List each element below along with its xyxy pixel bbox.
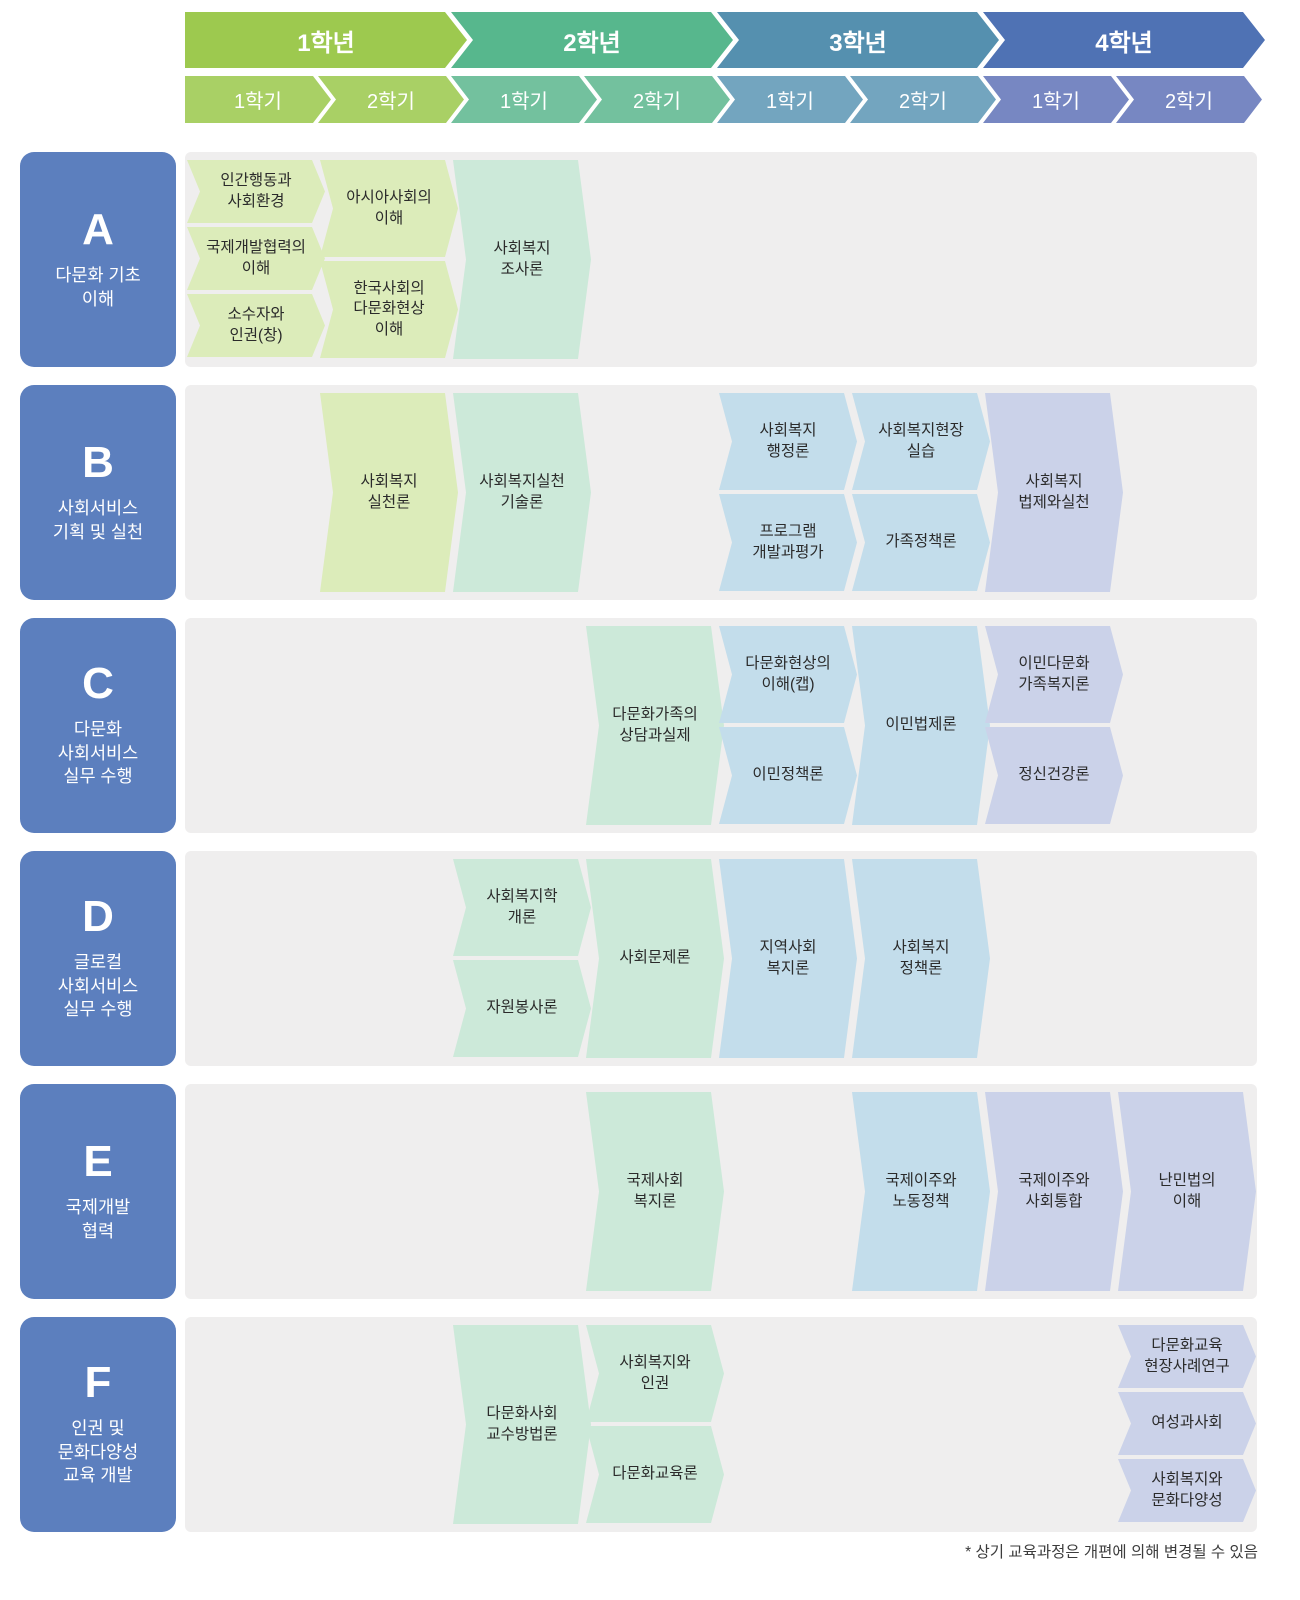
row-letter: D	[82, 892, 114, 942]
semester-header-1-2: 2학기	[318, 76, 464, 123]
semester-header-1-1: 1학기	[185, 76, 331, 123]
course-cell: 국제이주와 노동정책	[852, 1092, 990, 1291]
course-cell: 아시아사회의 이해	[320, 160, 458, 257]
course-cell: 사회복지현장 실습	[852, 393, 990, 490]
year-header-4: 4학년	[983, 12, 1265, 68]
footnote: * 상기 교육과정은 개편에 의해 변경될 수 있음	[965, 1544, 1258, 1561]
row-letter: B	[82, 437, 114, 487]
row-letter: C	[82, 659, 114, 709]
course-cell: 사회복지학 개론	[453, 859, 591, 956]
row-letter: A	[82, 204, 114, 254]
course-cell: 국제사회 복지론	[586, 1092, 724, 1291]
course-cell: 다문화교육론	[586, 1426, 724, 1523]
course-cell: 사회복지실천 기술론	[453, 393, 591, 592]
semester-header-4-2: 2학기	[1116, 76, 1262, 123]
course-cell: 국제이주와 사회통합	[985, 1092, 1123, 1291]
row-title: 글로컬 사회서비스 실무 수행	[57, 952, 139, 1020]
row-letter: E	[83, 1136, 113, 1186]
course-cell: 인간행동과 사회환경	[187, 160, 325, 223]
row-label-B: B 사회서비스 기획 및 실천	[20, 385, 176, 600]
course-cell: 이민다문화 가족복지론	[985, 626, 1123, 723]
course-cell: 이민정책론	[719, 727, 857, 824]
semester-header-2-2: 2학기	[584, 76, 730, 123]
course-cell: 국제개발협력의 이해	[187, 227, 325, 290]
course-cell: 사회복지와 인권	[586, 1325, 724, 1422]
course-cell: 자원봉사론	[453, 960, 591, 1057]
course-cell: 사회복지 법제와실천	[985, 393, 1123, 592]
course-cell: 여성과사회	[1118, 1392, 1256, 1455]
course-cell: 소수자와 인권(창)	[187, 294, 325, 357]
row-title: 다문화 사회서비스 실무 수행	[57, 719, 139, 787]
semester-header-3-2: 2학기	[850, 76, 996, 123]
course-cell: 한국사회의 다문화현상 이해	[320, 261, 458, 358]
row-label-E: E 국제개발 협력	[20, 1084, 176, 1299]
semester-header-3-1: 1학기	[717, 76, 863, 123]
row-letter: F	[84, 1358, 112, 1408]
year-header-2: 2학년	[451, 12, 733, 68]
course-cell: 사회복지 정책론	[852, 859, 990, 1058]
course-cell: 지역사회 복지론	[719, 859, 857, 1058]
row-label-F: F 인권 및 문화다양성 교육 개발	[20, 1317, 176, 1532]
row-label-D: D 글로컬 사회서비스 실무 수행	[20, 851, 176, 1066]
year-header-3: 3학년	[717, 12, 999, 68]
row-label-A: A 다문화 기초 이해	[20, 152, 176, 367]
course-cell: 이민법제론	[852, 626, 990, 825]
year-header-1: 1학년	[185, 12, 467, 68]
row-title: 국제개발 협력	[65, 1196, 131, 1241]
course-cell: 난민법의 이해	[1118, 1092, 1256, 1291]
course-cell: 다문화가족의 상담과실제	[586, 626, 724, 825]
row-title: 다문화 기초 이해	[55, 264, 141, 309]
course-cell: 사회복지 행정론	[719, 393, 857, 490]
course-cell: 다문화교육 현장사례연구	[1118, 1325, 1256, 1388]
course-cell: 사회복지 조사론	[453, 160, 591, 359]
course-cell: 정신건강론	[985, 727, 1123, 824]
course-cell: 사회복지와 문화다양성	[1118, 1459, 1256, 1522]
course-cell: 다문화현상의 이해(캡)	[719, 626, 857, 723]
course-cell: 사회복지 실천론	[320, 393, 458, 592]
semester-header-4-1: 1학기	[983, 76, 1129, 123]
course-cell: 가족정책론	[852, 494, 990, 591]
course-cell: 다문화사회 교수방법론	[453, 1325, 591, 1524]
row-title: 인권 및 문화다양성 교육 개발	[57, 1418, 139, 1486]
row-label-C: C 다문화 사회서비스 실무 수행	[20, 618, 176, 833]
semester-header-2-1: 1학기	[451, 76, 597, 123]
course-cell: 프로그램 개발과평가	[719, 494, 857, 591]
course-cell: 사회문제론	[586, 859, 724, 1058]
row-title: 사회서비스 기획 및 실천	[52, 497, 144, 542]
